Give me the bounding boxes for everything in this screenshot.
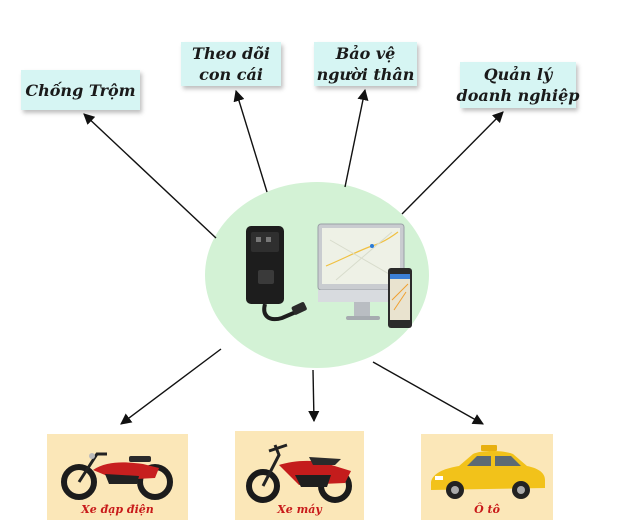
motorbike-icon — [246, 443, 352, 503]
card-o-to: Ô tô — [421, 434, 553, 520]
arrow-bao-ve — [344, 88, 369, 188]
phone-map-icon — [388, 268, 412, 328]
arrow-chong-trom — [83, 113, 217, 239]
arrow-quan-ly — [401, 111, 504, 215]
gps-tracker-icon — [246, 226, 307, 322]
node-quan-ly-line-2: doanh nghiệp — [456, 86, 580, 105]
node-theo-doi-line-1: Theo dõi — [192, 44, 270, 63]
node-quan-ly-doanh-nghiep: Quản lý doanh nghiệp — [457, 62, 579, 108]
node-chong-trom: Chống Trộm — [21, 70, 140, 110]
card-xe-dap-dien: Xe đạp điện — [47, 434, 188, 520]
node-quan-ly-line-1: Quản lý — [483, 65, 553, 84]
node-theo-doi-con-cai: Theo dõi con cái — [181, 42, 281, 86]
node-bao-ve-line-1: Bảo vệ — [335, 44, 396, 63]
card-xe-may-label: Xe máy — [277, 503, 322, 516]
node-bao-ve-line-2: người thân — [316, 65, 415, 84]
arrow-o-to — [372, 361, 484, 425]
arrows — [83, 88, 504, 425]
monitor-map-icon — [317, 223, 405, 320]
taxi-car-icon — [431, 445, 545, 499]
arrow-xe-may — [308, 369, 320, 423]
arrow-xe-dap-dien — [120, 348, 222, 425]
electric-bike-icon — [61, 452, 173, 500]
node-chong-trom-line-1: Chống Trộm — [25, 80, 136, 100]
card-xe-dap-dien-label: Xe đạp điện — [81, 503, 154, 516]
node-theo-doi-line-2: con cái — [199, 65, 263, 84]
arrow-theo-doi — [233, 89, 268, 193]
node-bao-ve-nguoi-than: Bảo vệ người thân — [314, 42, 417, 86]
card-xe-may: Xe máy — [235, 431, 364, 520]
card-o-to-label: Ô tô — [474, 503, 500, 516]
